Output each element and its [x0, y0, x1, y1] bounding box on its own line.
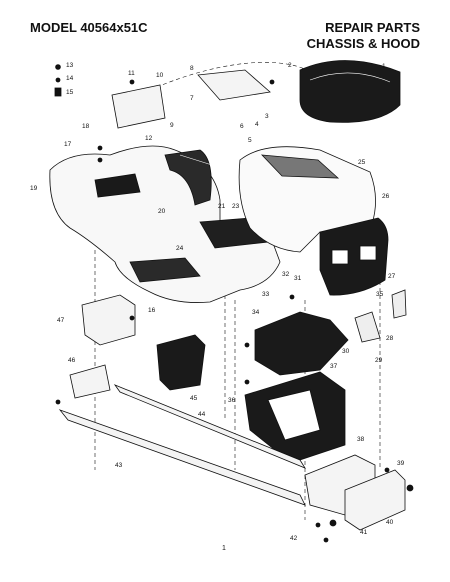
callout-label: 43 — [115, 462, 123, 469]
seat-part — [299, 60, 401, 123]
callout-label: 36 — [228, 397, 236, 404]
callout-label: 24 — [176, 245, 184, 252]
callout-label: 31 — [294, 275, 302, 282]
callout-label: 44 — [198, 411, 206, 418]
callout-label: 29 — [375, 357, 383, 364]
callout-label: 6 — [240, 123, 244, 130]
callout-label: 37 — [330, 363, 338, 370]
callout-label: 23 — [232, 203, 240, 210]
callout-label: 5 — [248, 137, 252, 144]
callout-label: 35 — [376, 291, 384, 298]
model-number: MODEL 40564x51C — [30, 20, 148, 35]
grille-part — [319, 217, 389, 296]
callout-label: 34 — [252, 309, 260, 316]
seat-pan-part — [111, 69, 271, 129]
callout-label: 10 — [156, 72, 164, 79]
callout-label: 21 — [218, 203, 226, 210]
callout-label: 1 — [382, 63, 386, 70]
callout-label: 17 — [64, 141, 72, 148]
callout-label: 12 — [145, 135, 153, 142]
callout-label: 20 — [158, 208, 166, 215]
lens-part — [391, 289, 407, 319]
callout-label: 42 — [290, 535, 298, 542]
callout-label: 15 — [66, 89, 74, 96]
callout-labels: 1 2 3 4 5 6 7 8 9 10 11 12 13 14 15 16 1… — [30, 62, 405, 542]
hardware-items — [54, 64, 414, 543]
callout-label: 13 — [66, 62, 74, 69]
callout-label: 38 — [357, 436, 365, 443]
callout-label: 33 — [262, 291, 270, 298]
page-number: 1 — [222, 545, 226, 552]
callout-label: 47 — [57, 317, 65, 324]
callout-label: 9 — [170, 122, 174, 129]
title-line-2: CHASSIS & HOOD — [306, 36, 420, 51]
callout-label: 4 — [255, 121, 259, 128]
callout-label: 39 — [397, 460, 405, 467]
axle-bracket-part — [344, 469, 406, 531]
callout-label: 28 — [386, 335, 394, 342]
battery-box-part — [156, 334, 206, 391]
callout-label: 19 — [30, 185, 38, 192]
callout-label: 2 — [288, 62, 292, 69]
small-bracket-part — [69, 364, 111, 399]
title-line-1: REPAIR PARTS — [325, 20, 420, 35]
callout-label: 40 — [386, 519, 394, 526]
fender-part — [49, 145, 281, 303]
callout-label: 18 — [82, 123, 90, 130]
frame-rail-right — [113, 384, 306, 469]
callout-label: 30 — [342, 348, 350, 355]
dash-panel-part — [254, 311, 349, 376]
callout-label: 26 — [382, 193, 390, 200]
console-part — [164, 149, 213, 206]
callout-label: 32 — [282, 271, 290, 278]
callout-label: 14 — [66, 75, 74, 82]
callout-label: 3 — [265, 113, 269, 120]
lens-part-2 — [354, 311, 381, 343]
callout-label: 16 — [148, 307, 156, 314]
frame-rail-left — [58, 409, 306, 506]
callout-label: 11 — [128, 70, 135, 77]
callout-label: 7 — [190, 95, 194, 102]
hood-part — [238, 146, 376, 253]
callout-label: 45 — [190, 395, 198, 402]
callout-label: 46 — [68, 357, 76, 364]
callout-label: 25 — [358, 159, 366, 166]
callout-label: 41 — [360, 529, 368, 536]
bracket-part — [81, 294, 136, 346]
hood-support-part — [244, 371, 346, 461]
document-title: REPAIR PARTS CHASSIS & HOOD — [307, 20, 420, 52]
callout-label: 8 — [190, 65, 194, 72]
callout-label: 27 — [388, 273, 396, 280]
